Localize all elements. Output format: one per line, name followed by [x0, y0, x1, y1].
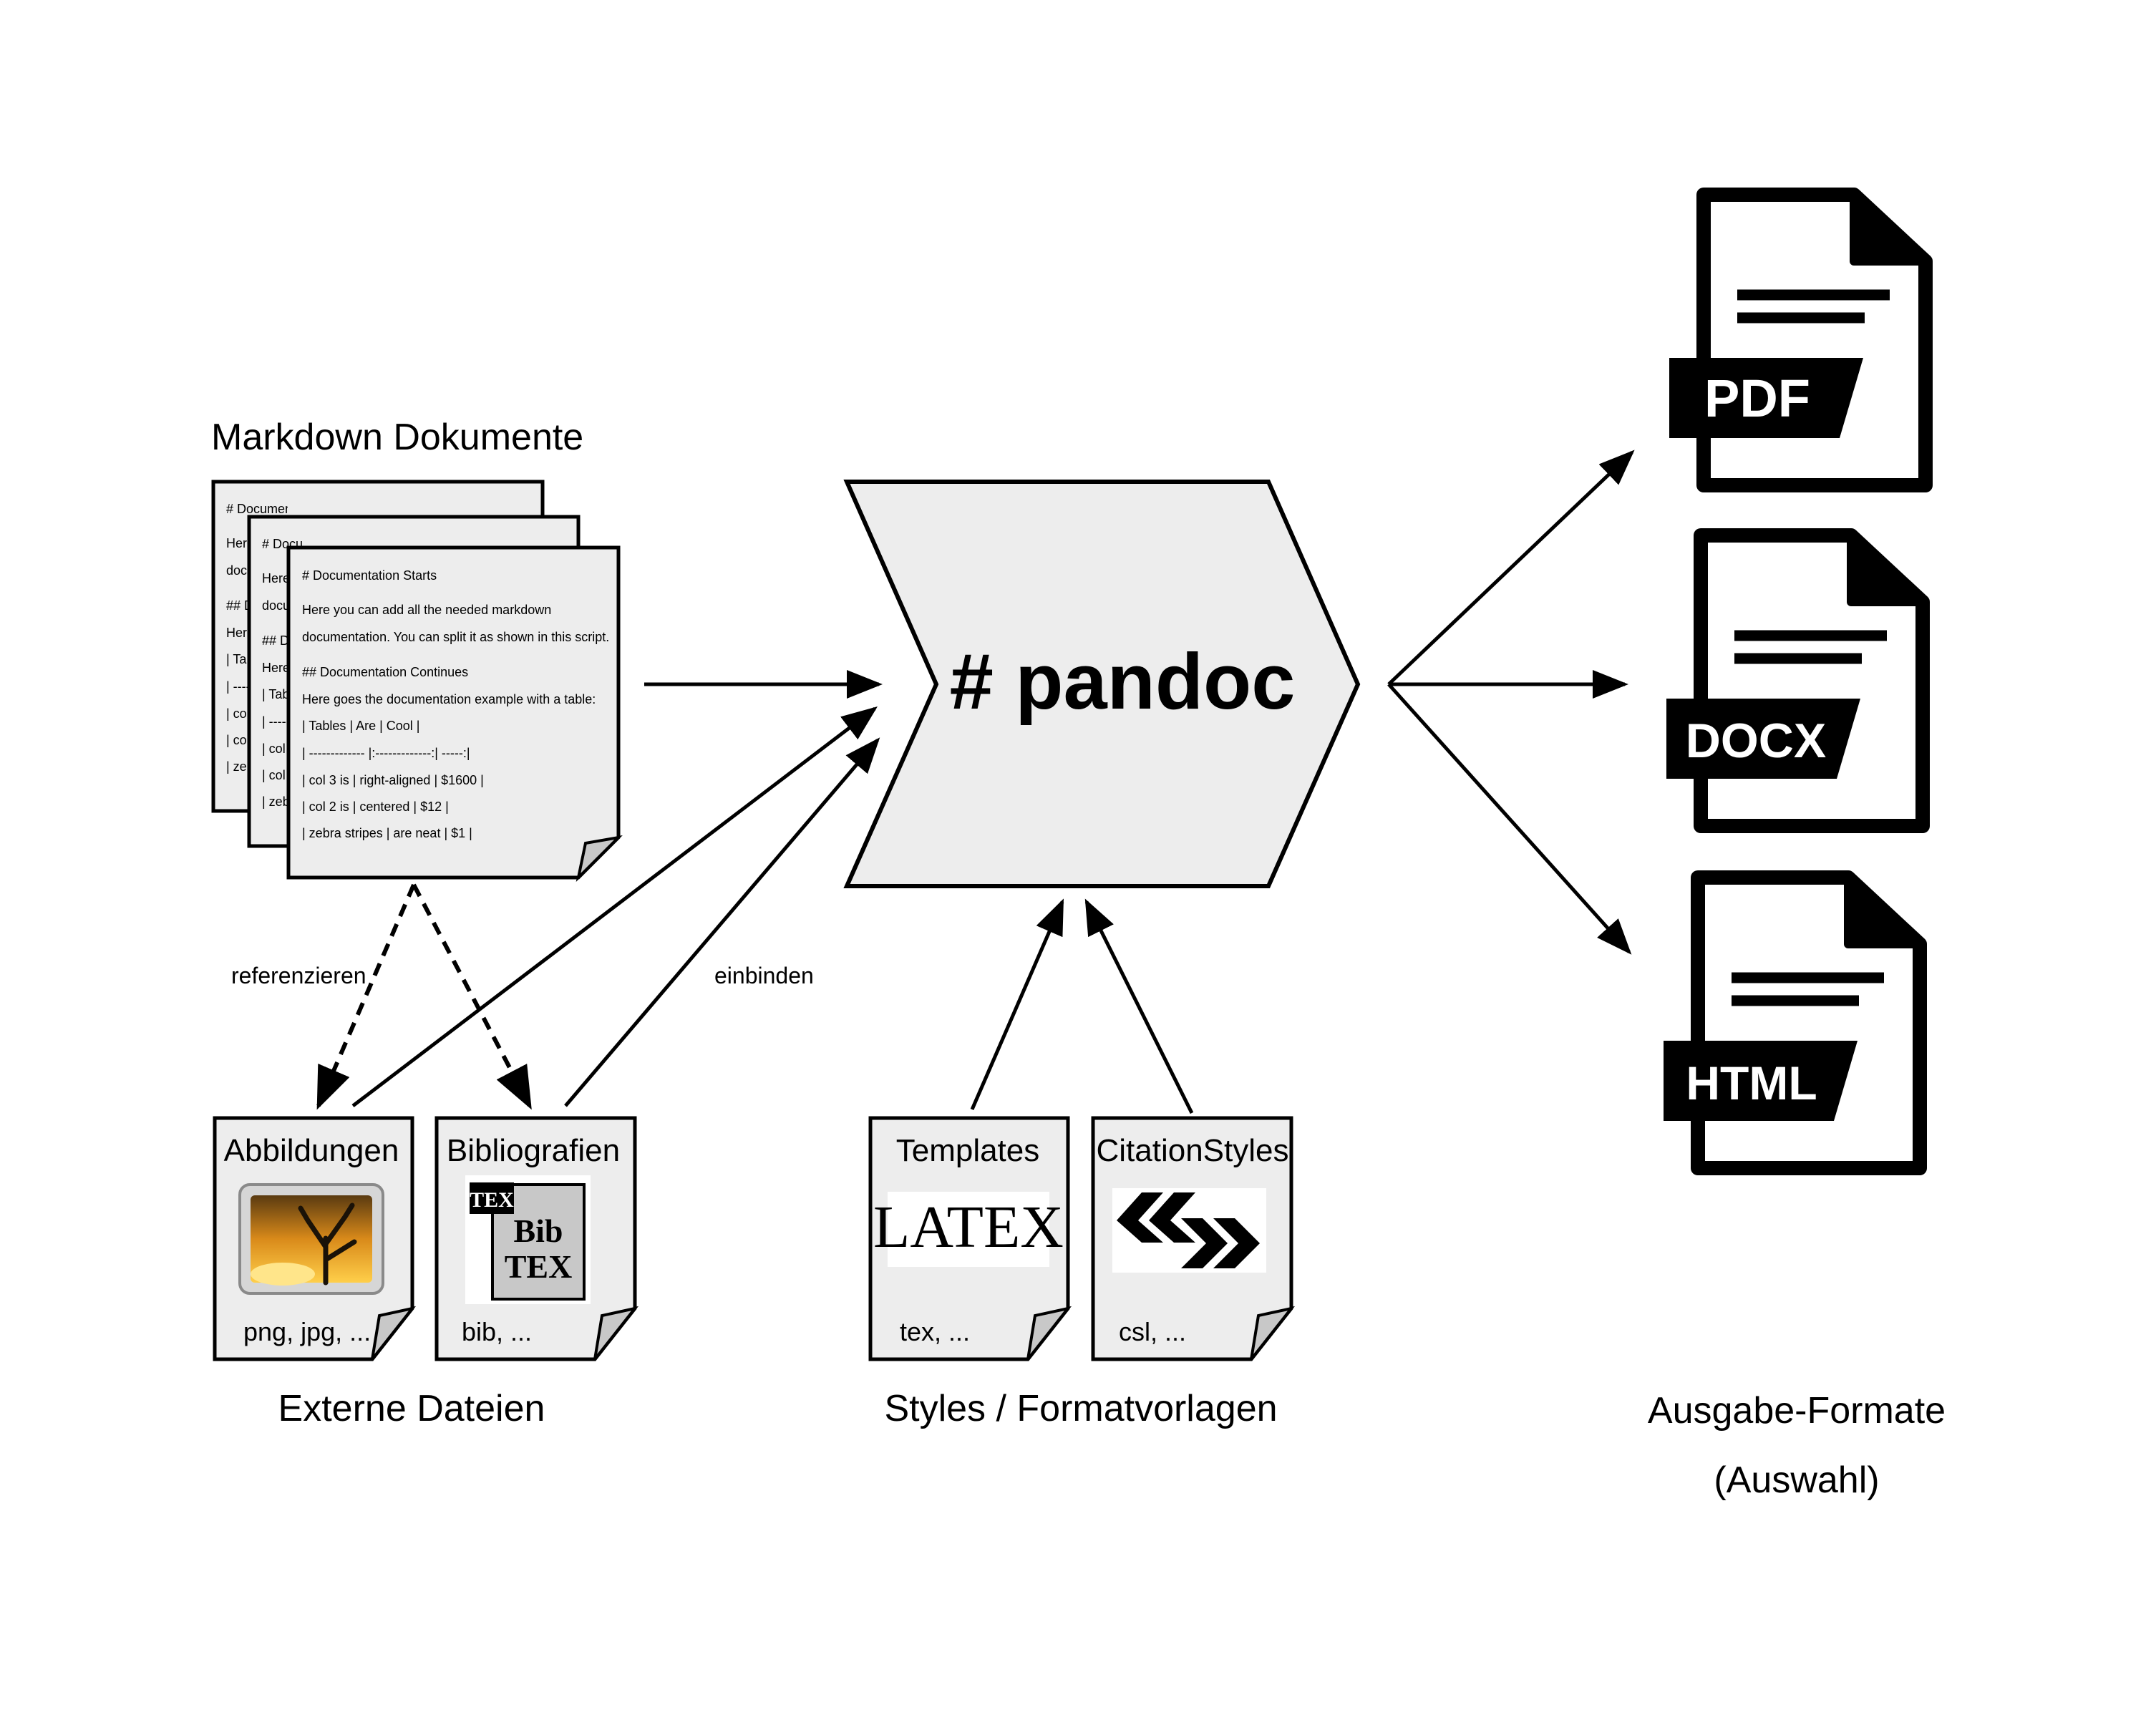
markdown-front-line: | Tables | Are | Cool | — [302, 719, 419, 733]
image-icon — [238, 1183, 384, 1295]
arrow-bibliografien-to-pandoc — [564, 737, 880, 1107]
label-einbinden: einbinden — [714, 963, 814, 988]
abbildungen-title: Abbildungen — [224, 1133, 399, 1168]
markdown-front-line: documentation. You can split it as shown… — [302, 630, 609, 644]
citationstyles-title: CitationStyles — [1096, 1133, 1288, 1168]
templates-title: Templates — [896, 1133, 1040, 1168]
svg-text:Bib: Bib — [513, 1213, 563, 1249]
svg-text:TEX: TEX — [470, 1188, 514, 1212]
markdown-front-line: | ------------- |:-------------:| -----:… — [302, 746, 470, 760]
pandoc-label: # pandoc — [950, 638, 1296, 726]
bibliografien-extensions: bib, ... — [462, 1317, 532, 1346]
arrow-abbildungen-to-pandoc — [351, 706, 878, 1107]
markdown-front-line: Here goes the documentation example with… — [302, 692, 596, 706]
bibliografien-file: Bibliografien TEX Bib TEX bib, ... — [434, 1116, 639, 1361]
bibtex-logo-icon: TEX Bib TEX — [465, 1175, 591, 1304]
citationstyles-extensions: csl, ... — [1119, 1317, 1186, 1346]
pdf-file-icon: PDF — [1669, 188, 1933, 492]
pandoc-processor: # pandoc — [843, 480, 1361, 888]
markdown-front-line: | zebra stripes | are neat | $1 | — [302, 826, 472, 840]
label-referenzieren: referenzieren — [231, 963, 366, 988]
html-label: HTML — [1686, 1056, 1817, 1109]
svg-text:LATEX: LATEX — [873, 1194, 1064, 1260]
arrow-ref-bibliografien — [412, 883, 532, 1110]
external-caption: Externe Dateien — [278, 1388, 545, 1429]
abbildungen-file: Abbildungen png, jpg, ... — [213, 1116, 417, 1361]
arrow-ref-abbildungen — [316, 883, 416, 1110]
markdown-front-line: | col 2 is | centered | $12 | — [302, 800, 449, 814]
arrow-pandoc-to-html — [1387, 683, 1632, 955]
bibliografien-title: Bibliografien — [447, 1133, 620, 1168]
markdown-title: Markdown Dokumente — [211, 417, 583, 458]
templates-extensions: tex, ... — [900, 1317, 970, 1346]
outputs-caption-line2: (Auswahl) — [1714, 1459, 1879, 1501]
docx-file-icon: DOCX — [1666, 528, 1930, 833]
markdown-back-line: # Documentation Starts — [226, 502, 361, 516]
svg-text:TEX: TEX — [505, 1248, 573, 1285]
citationstyles-file: CitationStyles csl, ... — [1091, 1116, 1296, 1361]
docx-label: DOCX — [1686, 714, 1826, 768]
csl-logo-icon — [1112, 1188, 1266, 1273]
markdown-front-line: | col 3 is | right-aligned | $1600 | — [302, 773, 484, 787]
markdown-front-line: ## Documentation Continues — [302, 665, 468, 679]
abbildungen-extensions: png, jpg, ... — [243, 1317, 371, 1346]
outputs-caption-line1: Ausgabe-Formate — [1648, 1390, 1946, 1432]
pdf-label: PDF — [1704, 369, 1810, 428]
arrow-citationstyles-to-pandoc — [1084, 898, 1194, 1114]
arrow-templates-to-pandoc — [970, 898, 1064, 1110]
html-file-icon: HTML — [1664, 870, 1927, 1175]
arrow-pandoc-to-pdf — [1387, 450, 1635, 686]
latex-logo-icon: LATEX — [873, 1192, 1064, 1267]
styles-caption: Styles / Formatvorlagen — [884, 1388, 1277, 1429]
markdown-front-line: # Documentation Starts — [302, 568, 437, 583]
templates-file: Templates LATEX tex, ... — [868, 1116, 1072, 1361]
markdown-front-line: Here you can add all the needed markdown — [302, 603, 551, 617]
